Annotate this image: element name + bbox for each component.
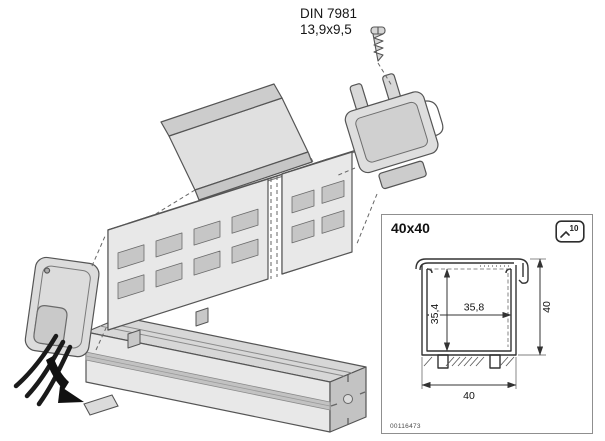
duct-mounting-feet	[127, 307, 209, 349]
cable-duct-section-2	[281, 136, 399, 275]
knockout-piece	[83, 394, 119, 416]
dim-outer-height: 40	[541, 301, 553, 313]
duct-slots-row1	[117, 208, 259, 270]
detail-box-title: 40x40	[391, 220, 430, 236]
screw	[370, 26, 386, 62]
cable-duct-body	[107, 163, 315, 331]
removal-arrow	[46, 356, 84, 403]
duct-lid	[160, 83, 313, 201]
dimension-lines	[421, 258, 544, 389]
lid-alignment-dashes	[153, 151, 315, 216]
end-cap-right	[344, 73, 444, 190]
screw-label: DIN 7981 13,9x9,5	[300, 6, 357, 38]
cap-right-alignment-dashes	[335, 167, 378, 247]
dim-inner-height: 35,4	[429, 304, 441, 325]
screw-alignment-dash	[377, 62, 393, 87]
cap-left-alignment-dashes	[91, 233, 107, 351]
hidden-lines	[428, 265, 512, 347]
tool-size-label: 10	[570, 224, 579, 233]
cross-section-drawing: 35,8 35,4 40 40	[415, 258, 555, 404]
hatching	[423, 356, 515, 367]
screw-size-label: 13,9x9,5	[300, 22, 352, 37]
dim-inner-width: 35,8	[464, 302, 485, 314]
detail-box-40x40: 40x40 10	[381, 214, 593, 434]
end-cap-left	[24, 256, 100, 358]
duct-slots-row2	[117, 238, 259, 300]
dim-outer-width: 40	[463, 390, 475, 402]
duct-joint-dashes	[270, 176, 278, 279]
wrench-size-icon: 10	[555, 220, 585, 243]
duct-profile-outline	[415, 258, 529, 369]
profile-rail	[85, 316, 367, 433]
screw-standard-label: DIN 7981	[300, 6, 358, 21]
part-number: 00116473	[390, 423, 421, 430]
